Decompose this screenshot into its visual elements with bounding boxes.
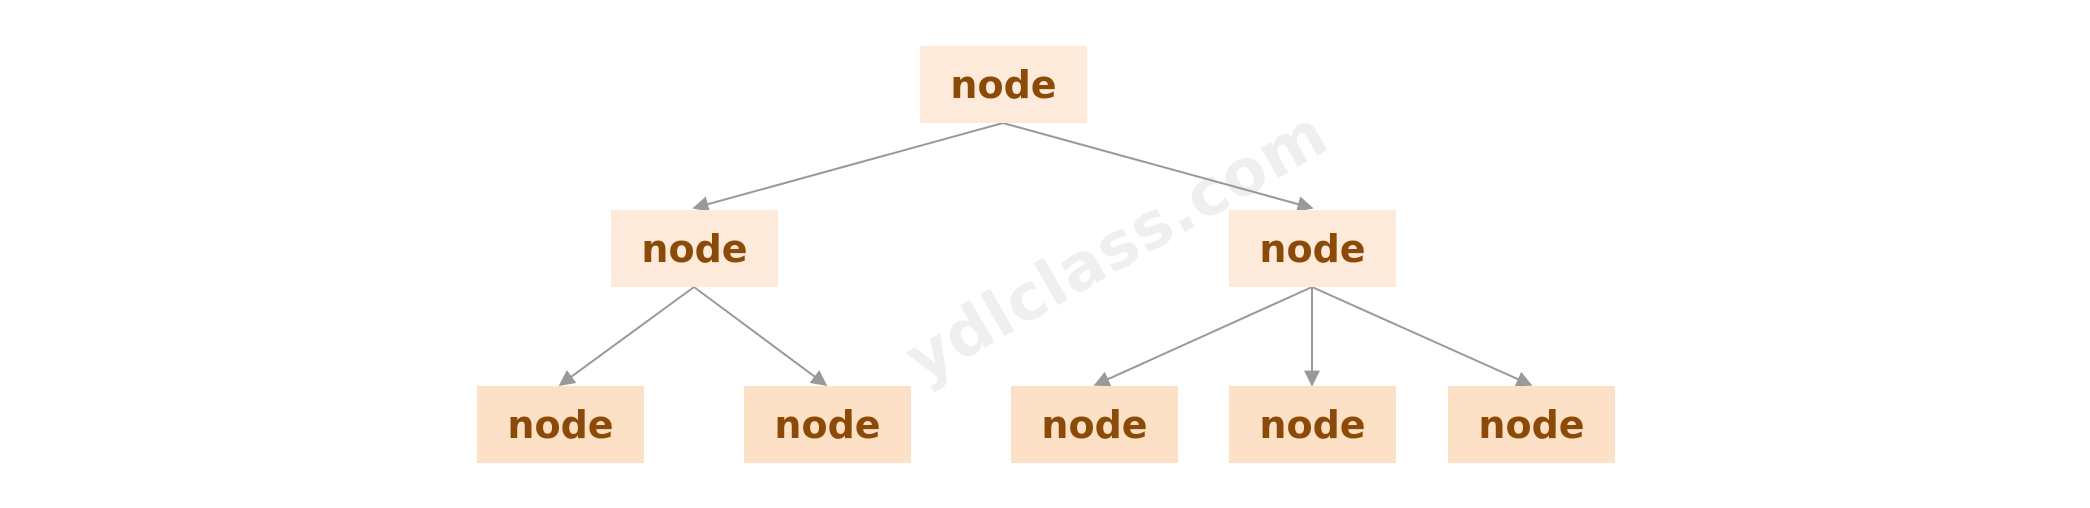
level2-node-5: node [1448,386,1615,463]
root-node-label: node [950,62,1057,107]
level2-node-5-label: node [1478,402,1585,447]
edge-left-to-child-1 [558,286,695,386]
level2-node-3: node [1011,386,1178,463]
level2-node-2-label: node [774,402,881,447]
level2-node-4-label: node [1259,402,1366,447]
level2-node-1: node [477,386,644,463]
level2-node-4: node [1229,386,1396,463]
level2-node-1-label: node [507,402,614,447]
level1-node-left: node [611,210,778,287]
edge-left-to-child-2 [693,286,828,386]
root-node: node [920,46,1087,123]
edge-root-to-right [1002,122,1314,212]
level1-node-right: node [1229,210,1396,287]
level2-node-3-label: node [1041,402,1148,447]
level2-node-2: node [744,386,911,463]
level1-node-left-label: node [641,226,748,271]
level1-node-right-label: node [1259,226,1366,271]
edge-right-to-child-3 [1093,286,1313,387]
edge-root-to-left [692,122,1004,212]
edge-right-to-child-5 [1311,286,1533,387]
